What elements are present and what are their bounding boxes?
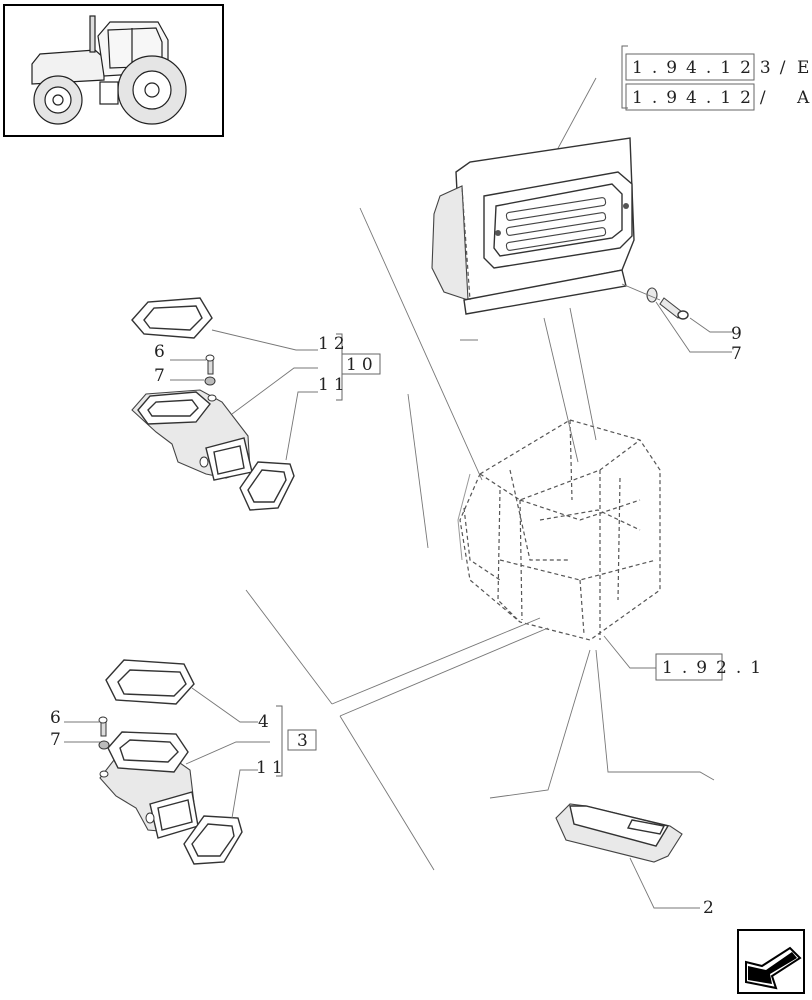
- callout-9: 9: [731, 324, 747, 344]
- leader-frame-6: [245, 589, 333, 705]
- leader-4: [191, 687, 258, 723]
- callout-box-3: [287, 729, 317, 751]
- bolt-6-upper: [205, 354, 215, 375]
- callout-6-upper: 6: [154, 342, 170, 362]
- bolt-6-lower: [98, 716, 108, 737]
- leader-12: [211, 329, 318, 351]
- leader-2: [629, 857, 700, 909]
- callout-7-right: 7: [731, 344, 747, 364]
- leader-ref-frame: [603, 635, 656, 669]
- gasket-4: [105, 659, 195, 705]
- leader-7-right: [655, 301, 732, 353]
- callout-7-lower: 7: [50, 730, 66, 750]
- callout-11-lower: 11: [256, 758, 288, 778]
- leader-frame-8: [339, 627, 549, 717]
- ref-label-1-92-1: 1.92.1: [662, 658, 770, 678]
- leader-frame-2: [407, 393, 429, 549]
- leader-frame-10: [489, 649, 591, 799]
- leader-11-upper: [285, 391, 318, 461]
- next-page-arrow-icon[interactable]: [737, 929, 805, 994]
- ref-suffix-e: E: [797, 58, 812, 78]
- leader-frame-4: [543, 317, 579, 463]
- washer-7-lower: [98, 740, 110, 750]
- leader-11-lower: [231, 769, 258, 819]
- ref-label-1-94-123: 1.94.123/: [632, 58, 794, 78]
- bolt-9: [659, 297, 689, 320]
- gasket-12: [131, 297, 213, 339]
- callout-7-upper: 7: [154, 366, 170, 386]
- reference-group-top: [621, 45, 755, 111]
- callout-2: 2: [703, 898, 719, 918]
- callout-10: 10: [346, 355, 378, 375]
- bracket-lower: [276, 705, 283, 777]
- cab-roof-panel: [431, 137, 635, 315]
- callout-4: 4: [258, 712, 274, 732]
- callout-11-upper: 11: [318, 375, 350, 395]
- duct-3: [99, 731, 199, 839]
- duct-10: [131, 389, 253, 481]
- leader-frame-11: [595, 649, 715, 781]
- callout-box-10: [341, 353, 381, 375]
- ref-suffix-a: A: [796, 88, 812, 108]
- leader-frame-7: [331, 617, 541, 705]
- washer-7-upper: [204, 376, 216, 386]
- callout-6-lower: 6: [50, 708, 66, 728]
- tractor-thumbnail-icon: [3, 4, 224, 137]
- leader-ref-top: [555, 77, 597, 153]
- leader-frame-9: [339, 715, 435, 871]
- cab-frame: [457, 419, 661, 641]
- leader-3: [185, 741, 270, 765]
- leader-10: [231, 367, 318, 415]
- leader-frame-1: [359, 207, 483, 481]
- ref-label-1-94-12: 1.94.12/: [632, 88, 775, 108]
- gasket-11-lower: [183, 815, 243, 865]
- callout-3: 3: [297, 731, 313, 751]
- leader-9: [689, 317, 732, 333]
- floor-plate-2: [555, 803, 683, 863]
- callout-12: 12: [318, 334, 350, 354]
- gasket-11-upper: [239, 461, 295, 511]
- ref-box-frame: [655, 653, 723, 681]
- leader-frame-3: [569, 307, 597, 441]
- leader-bolt-axis: [621, 283, 661, 301]
